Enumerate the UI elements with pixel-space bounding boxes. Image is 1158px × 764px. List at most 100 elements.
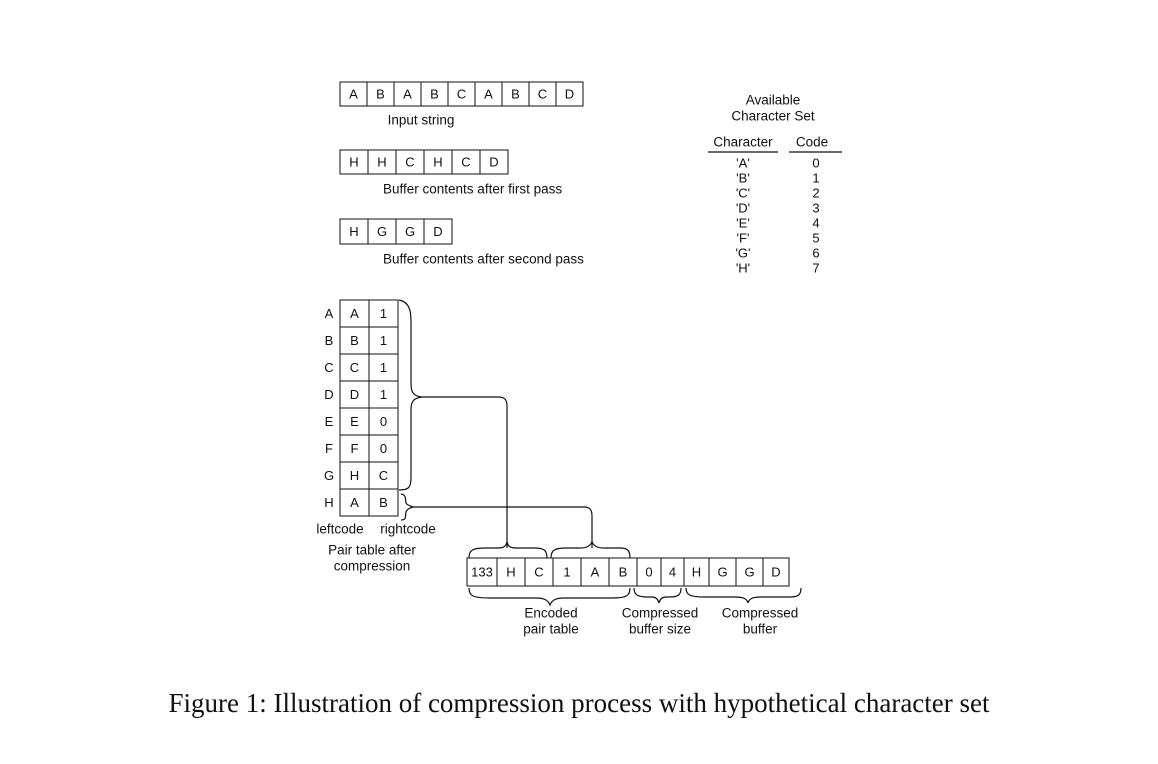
pass2-cell-text: D [433,224,442,239]
output-cell-text: 0 [645,564,652,579]
pair-table-cell-text: D [350,387,359,402]
output-cell-text: A [591,564,600,579]
charset-char: 'C' [736,185,750,200]
output-cell-text: 4 [669,564,676,579]
input-cell [474,81,503,107]
second-pass-buffer-group: H G G D Buffer contents after second pass [339,218,584,267]
encoded-pair-table-label-line2: pair table [523,622,579,637]
pair-table-key: B [325,333,334,348]
input-cell-text: B [511,86,520,101]
input-cell-text: A [403,86,412,101]
charset-char: 'F' [737,230,750,245]
pass2-cell [367,218,397,245]
charset-code: 1 [812,170,819,185]
pair-table-cell-text: A [350,306,359,321]
pass2-cell-text: G [405,224,415,239]
input-cell-text: C [538,86,547,101]
pair-table-cell [339,353,370,382]
input-cell [555,81,584,107]
connector-line [422,396,508,548]
pair-table-cell [368,380,399,409]
pair-table-cell-text: B [379,495,388,510]
pass1-cell-text: H [349,154,358,169]
input-cell [393,81,422,107]
pair-table-cell-text: A [350,495,359,510]
pair-table-cell-text: 1 [380,387,387,402]
charset-code: 7 [812,260,819,275]
connector-lines [398,299,802,607]
input-cell-text: A [484,86,493,101]
pair-table-cell [368,434,399,463]
pair-table-cell-text: 1 [380,333,387,348]
pair-table-key: D [324,387,333,402]
charset-char: 'A' [736,155,750,170]
output-cell-text: G [744,564,754,579]
output-cell-text: 1 [563,564,570,579]
pass2-label: Buffer contents after second pass [383,252,584,267]
pair-table-cell [368,461,399,490]
pair-table-cell-text: 0 [380,414,387,429]
pair-table-cell-text: C [350,360,359,375]
charset-code: 6 [812,245,819,260]
input-cell [528,81,557,107]
charset-char: 'B' [736,170,750,185]
output-cell [466,557,498,587]
output-cell [580,557,610,587]
pair-table-key: E [325,414,334,429]
pair-table-cell-text: B [350,333,359,348]
pass1-cell [395,149,425,175]
pair-table-cell [368,299,399,328]
compressed-size-label-line1: Compressed [622,606,699,621]
pair-table-cell [368,353,399,382]
input-cell [366,81,395,107]
pass1-cell [451,149,481,175]
pair-table-label-line2: compression [334,559,411,574]
pair-table-cell [368,326,399,355]
pair-table-brace [398,299,423,491]
pass1-cell [339,149,369,175]
charset-header-character: Character [713,135,773,150]
input-cell [501,81,530,107]
output-cell-text: H [506,564,515,579]
pass1-cell-text: H [377,154,386,169]
rightcode-label: rightcode [380,522,436,537]
pair-table-cell [339,326,370,355]
connector-line [413,506,593,548]
compressed-size-brace [633,587,682,604]
output-cell-text: 133 [471,564,493,579]
charset-code: 3 [812,200,819,215]
output-cell-text: D [771,564,780,579]
charset-char: 'H' [736,260,750,275]
input-cell-text: C [457,86,466,101]
pair-table-cell [339,380,370,409]
output-cell [524,557,554,587]
output-cell [708,557,737,587]
pair-table-cell-text: H [350,468,359,483]
output-cell [608,557,638,587]
input-cell [339,81,368,107]
pair-table-cell-text: 1 [380,360,387,375]
pass2-cell [339,218,369,245]
input-cell-text: B [430,86,439,101]
compressed-buffer-label-line1: Compressed [722,606,799,621]
compressed-buffer-label-line2: buffer [743,622,778,637]
input-cell-text: D [565,86,574,101]
charset-char: 'E' [736,215,750,230]
charset-code: 0 [812,155,819,170]
encoded-pair-table-brace [468,587,631,607]
encoded-pair-table-label-line1: Encoded [524,606,577,621]
input-cell-text: B [376,86,385,101]
output-cell [762,557,790,587]
pass2-cell-text: G [377,224,387,239]
pair-table-cell [339,299,370,328]
pass2-cell-text: H [349,224,358,239]
pair-table-key: F [325,441,333,456]
charset-char: 'G' [735,245,750,260]
input-cell [447,81,476,107]
charset-code: 4 [812,215,819,230]
output-top-brace [468,541,548,559]
